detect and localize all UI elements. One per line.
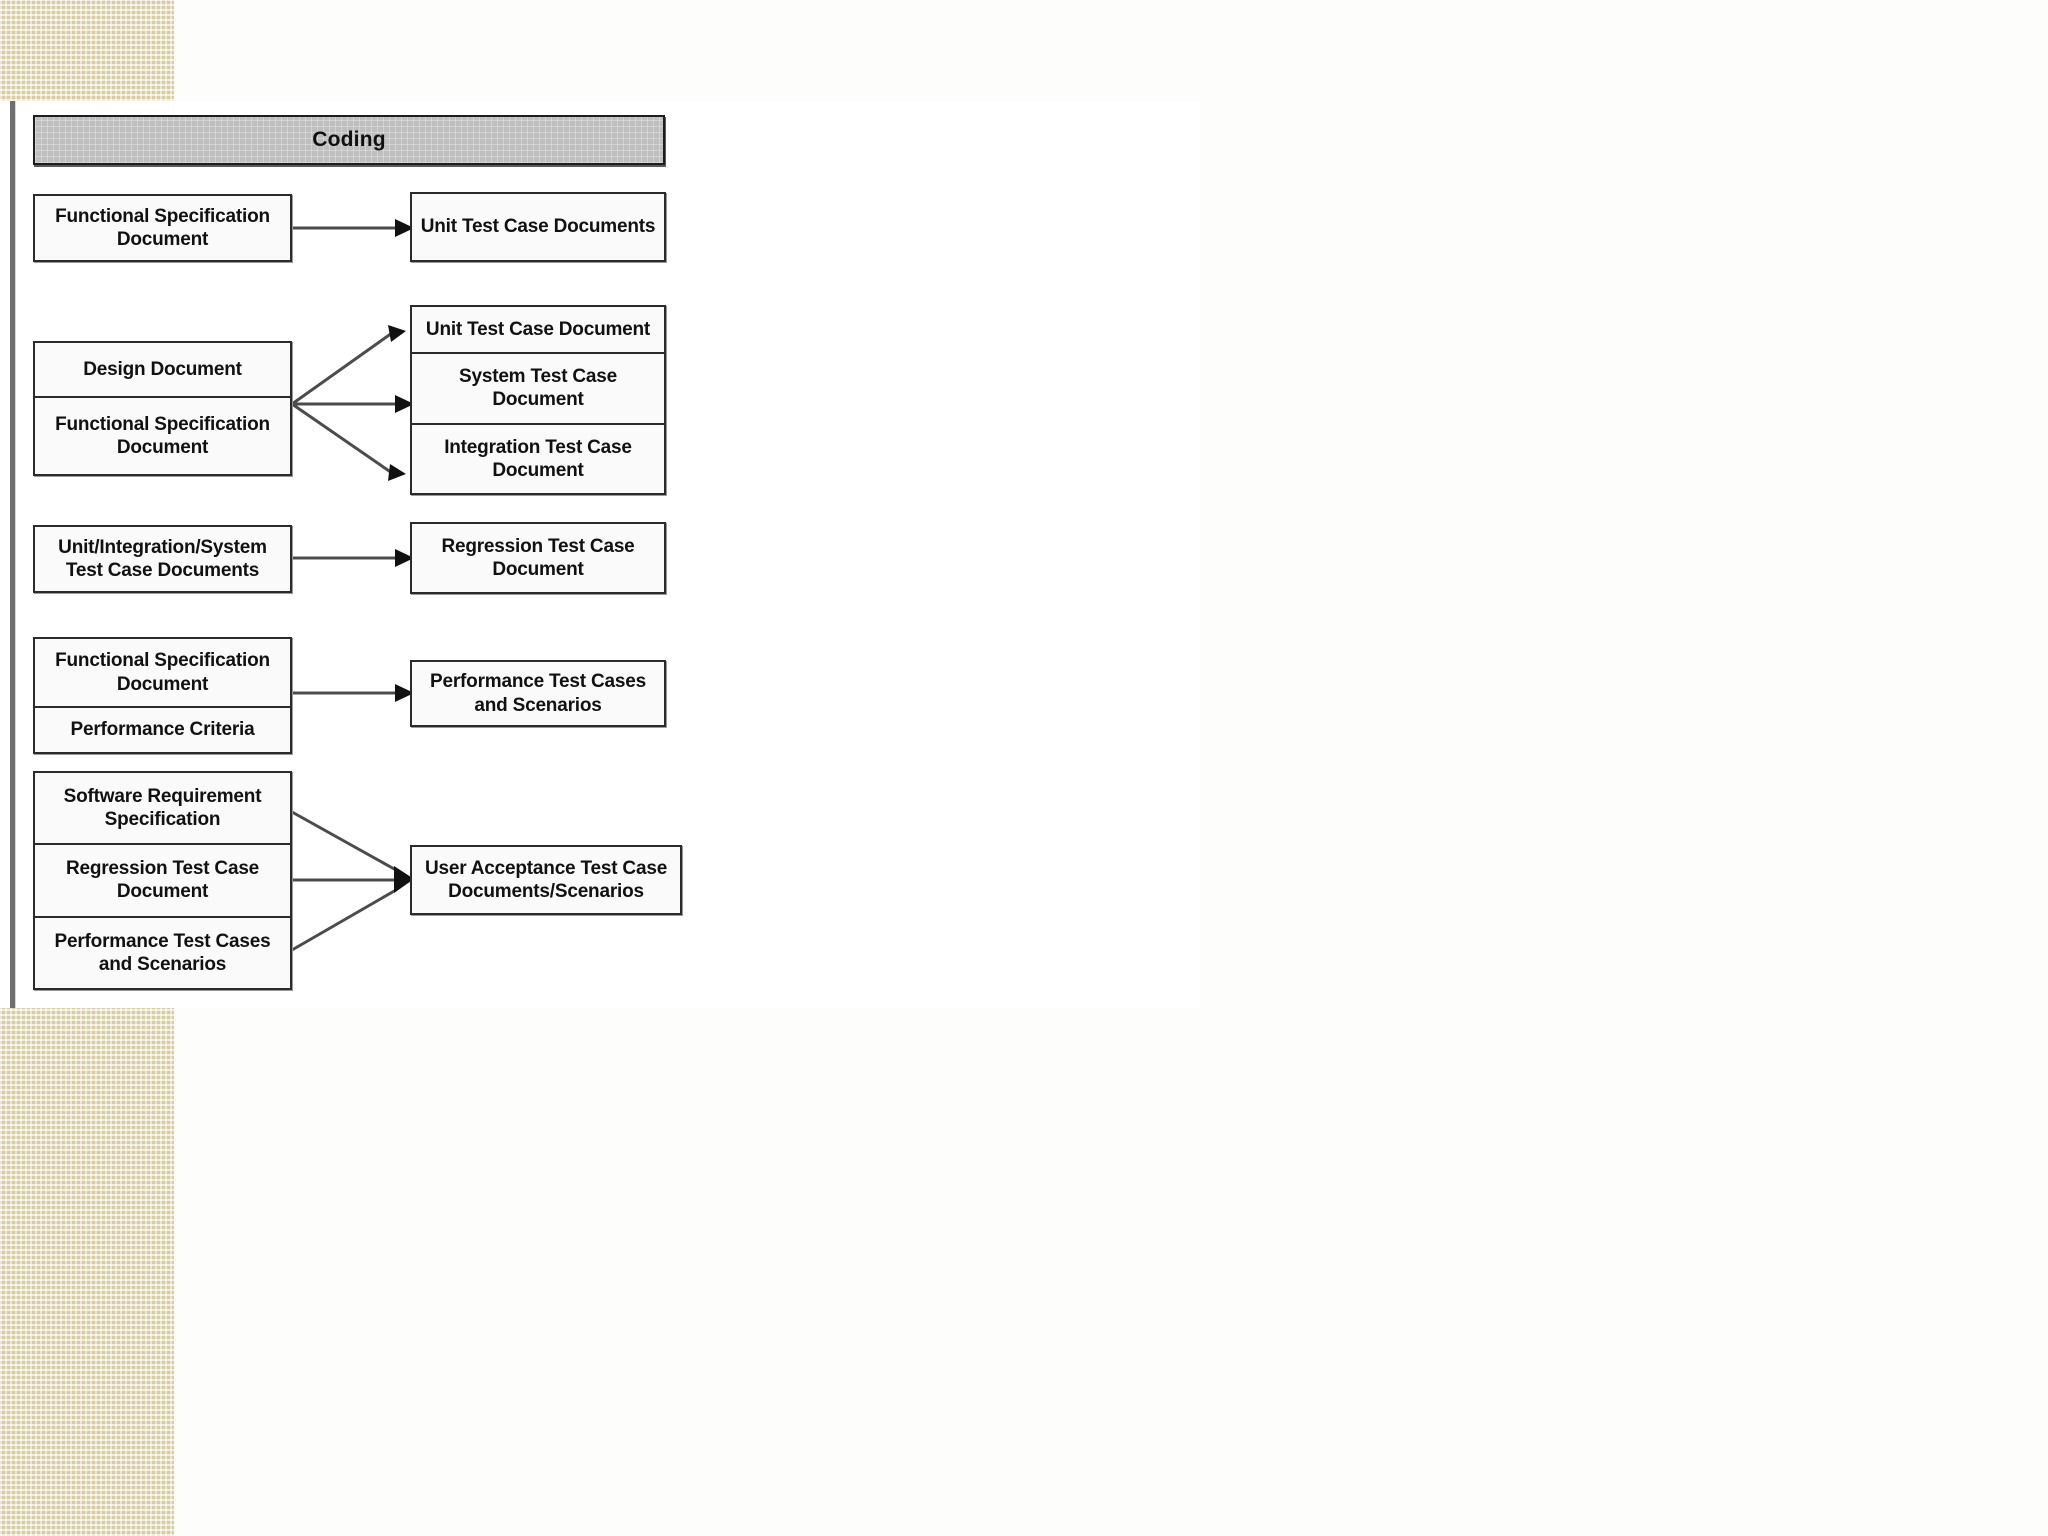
- node-cell-label: Functional Specification Document: [55, 205, 270, 250]
- node-g3-output[interactable]: Regression Test Case Document: [410, 522, 666, 594]
- node-cell-software-requirement-specification: Software Requirement Specification: [63, 785, 262, 831]
- diagram-header-coding: Coding: [33, 115, 665, 165]
- node-cell-label: Unit Test Case Documents: [420, 216, 656, 238]
- node-cell-label: Unit/Integration/System Test Case Docume…: [58, 536, 267, 581]
- node-cell-system-test-case-document: System Test Case Document: [412, 352, 664, 422]
- node-g4-output[interactable]: Performance Test Cases and Scenarios: [410, 660, 666, 727]
- node-cell-regression-test-case-document: Regression Test Case Document: [35, 843, 290, 915]
- node-g1-output[interactable]: Unit Test Case Documents: [410, 192, 666, 262]
- node-g3-input[interactable]: Unit/Integration/System Test Case Docume…: [33, 525, 292, 593]
- node-g5-input-stack[interactable]: Software Requirement Specification Regre…: [33, 771, 292, 990]
- node-g2-input-stack[interactable]: Design Document Functional Specification…: [33, 341, 292, 476]
- node-cell-label: User Acceptance Test Case Documents/Scen…: [424, 857, 668, 902]
- node-cell-functional-spec-document: Functional Specification Document: [55, 650, 270, 695]
- decorative-texture-bottom-left: [0, 1008, 174, 1536]
- node-cell-integration-test-case-document: Integration Test Case Document: [412, 422, 664, 493]
- node-cell-functional-spec-document: Functional Specification Document: [35, 395, 290, 474]
- node-cell-design-document: Design Document: [83, 358, 242, 380]
- node-g1-input[interactable]: Functional Specification Document: [33, 194, 292, 262]
- node-cell-unit-test-case-document: Unit Test Case Document: [425, 319, 651, 341]
- diagram-left-rule: [10, 101, 16, 1008]
- node-g4-input-stack[interactable]: Functional Specification Document Perfor…: [33, 637, 292, 754]
- node-cell-label: Performance Test Cases and Scenarios: [430, 671, 646, 716]
- node-cell-performance-criteria: Performance Criteria: [35, 706, 290, 752]
- node-cell-label: Regression Test Case Document: [441, 535, 635, 580]
- node-g5-output[interactable]: User Acceptance Test Case Documents/Scen…: [410, 845, 682, 915]
- decorative-texture-top-left: [0, 0, 174, 101]
- node-cell-performance-test-cases: Performance Test Cases and Scenarios: [35, 915, 290, 988]
- node-g2-output-stack[interactable]: Unit Test Case Document System Test Case…: [410, 305, 666, 495]
- diagram-header-label: Coding: [312, 128, 386, 151]
